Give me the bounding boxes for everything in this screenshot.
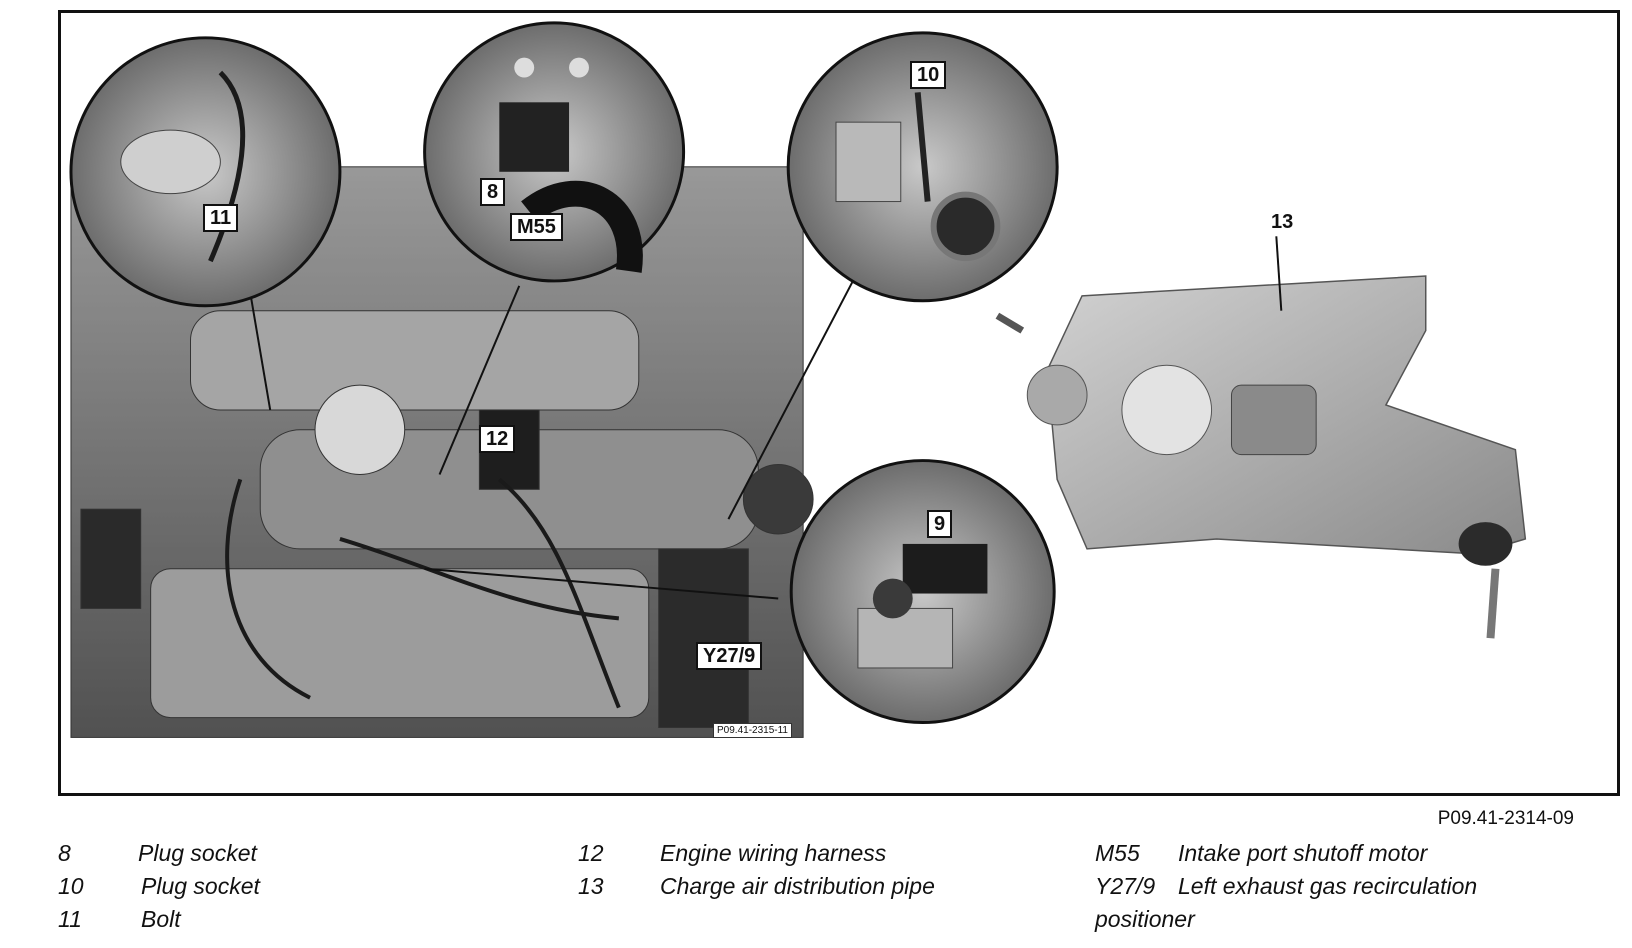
legend-desc: Charge air distribution pipe: [660, 873, 935, 899]
legend-desc: Plug socket: [141, 873, 260, 899]
inner-photo-id: P09.41-2315-11: [713, 723, 792, 738]
legend-desc: Plug socket: [138, 840, 257, 866]
leader-lines: [249, 236, 1283, 600]
callout-9: 9: [927, 510, 953, 538]
legend-desc: Engine wiring harness: [660, 840, 887, 866]
legend-item: 11 Bolt: [58, 906, 478, 939]
detail-circle-10: [786, 31, 1059, 303]
detail-circle-11: [69, 36, 342, 308]
legend-key: 8: [58, 840, 71, 866]
legend-item: 10 Plug socket: [58, 873, 478, 906]
wiring-lines: [225, 477, 621, 709]
legend-item: 8 Plug socket: [58, 840, 478, 873]
legend-key: 12: [578, 840, 604, 866]
legend-desc: Left exhaust gas recirculation: [1178, 873, 1478, 899]
callout-11: 11: [203, 204, 239, 232]
legend-key: 10: [58, 873, 84, 899]
legend-item: positioner: [1095, 906, 1575, 939]
legend-item: M55 Intake port shutoff motor: [1095, 840, 1575, 873]
legend: 8 Plug socket 10 Plug socket 11 Bolt 12 …: [58, 840, 1578, 945]
charge-air-pipe-photo: [995, 275, 1527, 639]
illustration-frame: 11 8 M55 10 12 13 9 Y27/9 P09.41-2315-11: [58, 10, 1620, 796]
callout-M55: M55: [510, 213, 563, 241]
legend-item: 13 Charge air distribution pipe: [578, 873, 1038, 906]
callout-13: 13: [1271, 211, 1294, 233]
legend-column-1: 8 Plug socket 10 Plug socket 11 Bolt: [58, 840, 478, 939]
engine-illustration: [69, 21, 1527, 738]
detail-circle-8-m55: [423, 21, 686, 283]
legend-column-3: M55 Intake port shutoff motor Y27/9 Left…: [1095, 840, 1575, 939]
legend-desc: Intake port shutoff motor: [1178, 840, 1428, 866]
callout-8: 8: [480, 178, 506, 206]
legend-key: Y27/9: [1095, 873, 1156, 899]
engine-components: [80, 310, 814, 728]
detail-circle-9: [789, 459, 1056, 725]
callout-12: 12: [479, 425, 516, 453]
legend-key: 11: [58, 906, 82, 932]
callout-Y27-9: Y27/9: [696, 642, 763, 670]
figure-id: P09.41-2314-09: [1437, 808, 1574, 829]
callout-10: 10: [910, 61, 947, 89]
legend-item: 12 Engine wiring harness: [578, 840, 1038, 873]
legend-desc: Bolt: [141, 906, 181, 932]
legend-desc-continuation: positioner: [1095, 906, 1195, 932]
legend-key: 13: [578, 873, 604, 899]
legend-item: Y27/9 Left exhaust gas recirculation: [1095, 873, 1575, 906]
legend-column-2: 12 Engine wiring harness 13 Charge air d…: [578, 840, 1038, 906]
legend-key: M55: [1095, 840, 1140, 866]
